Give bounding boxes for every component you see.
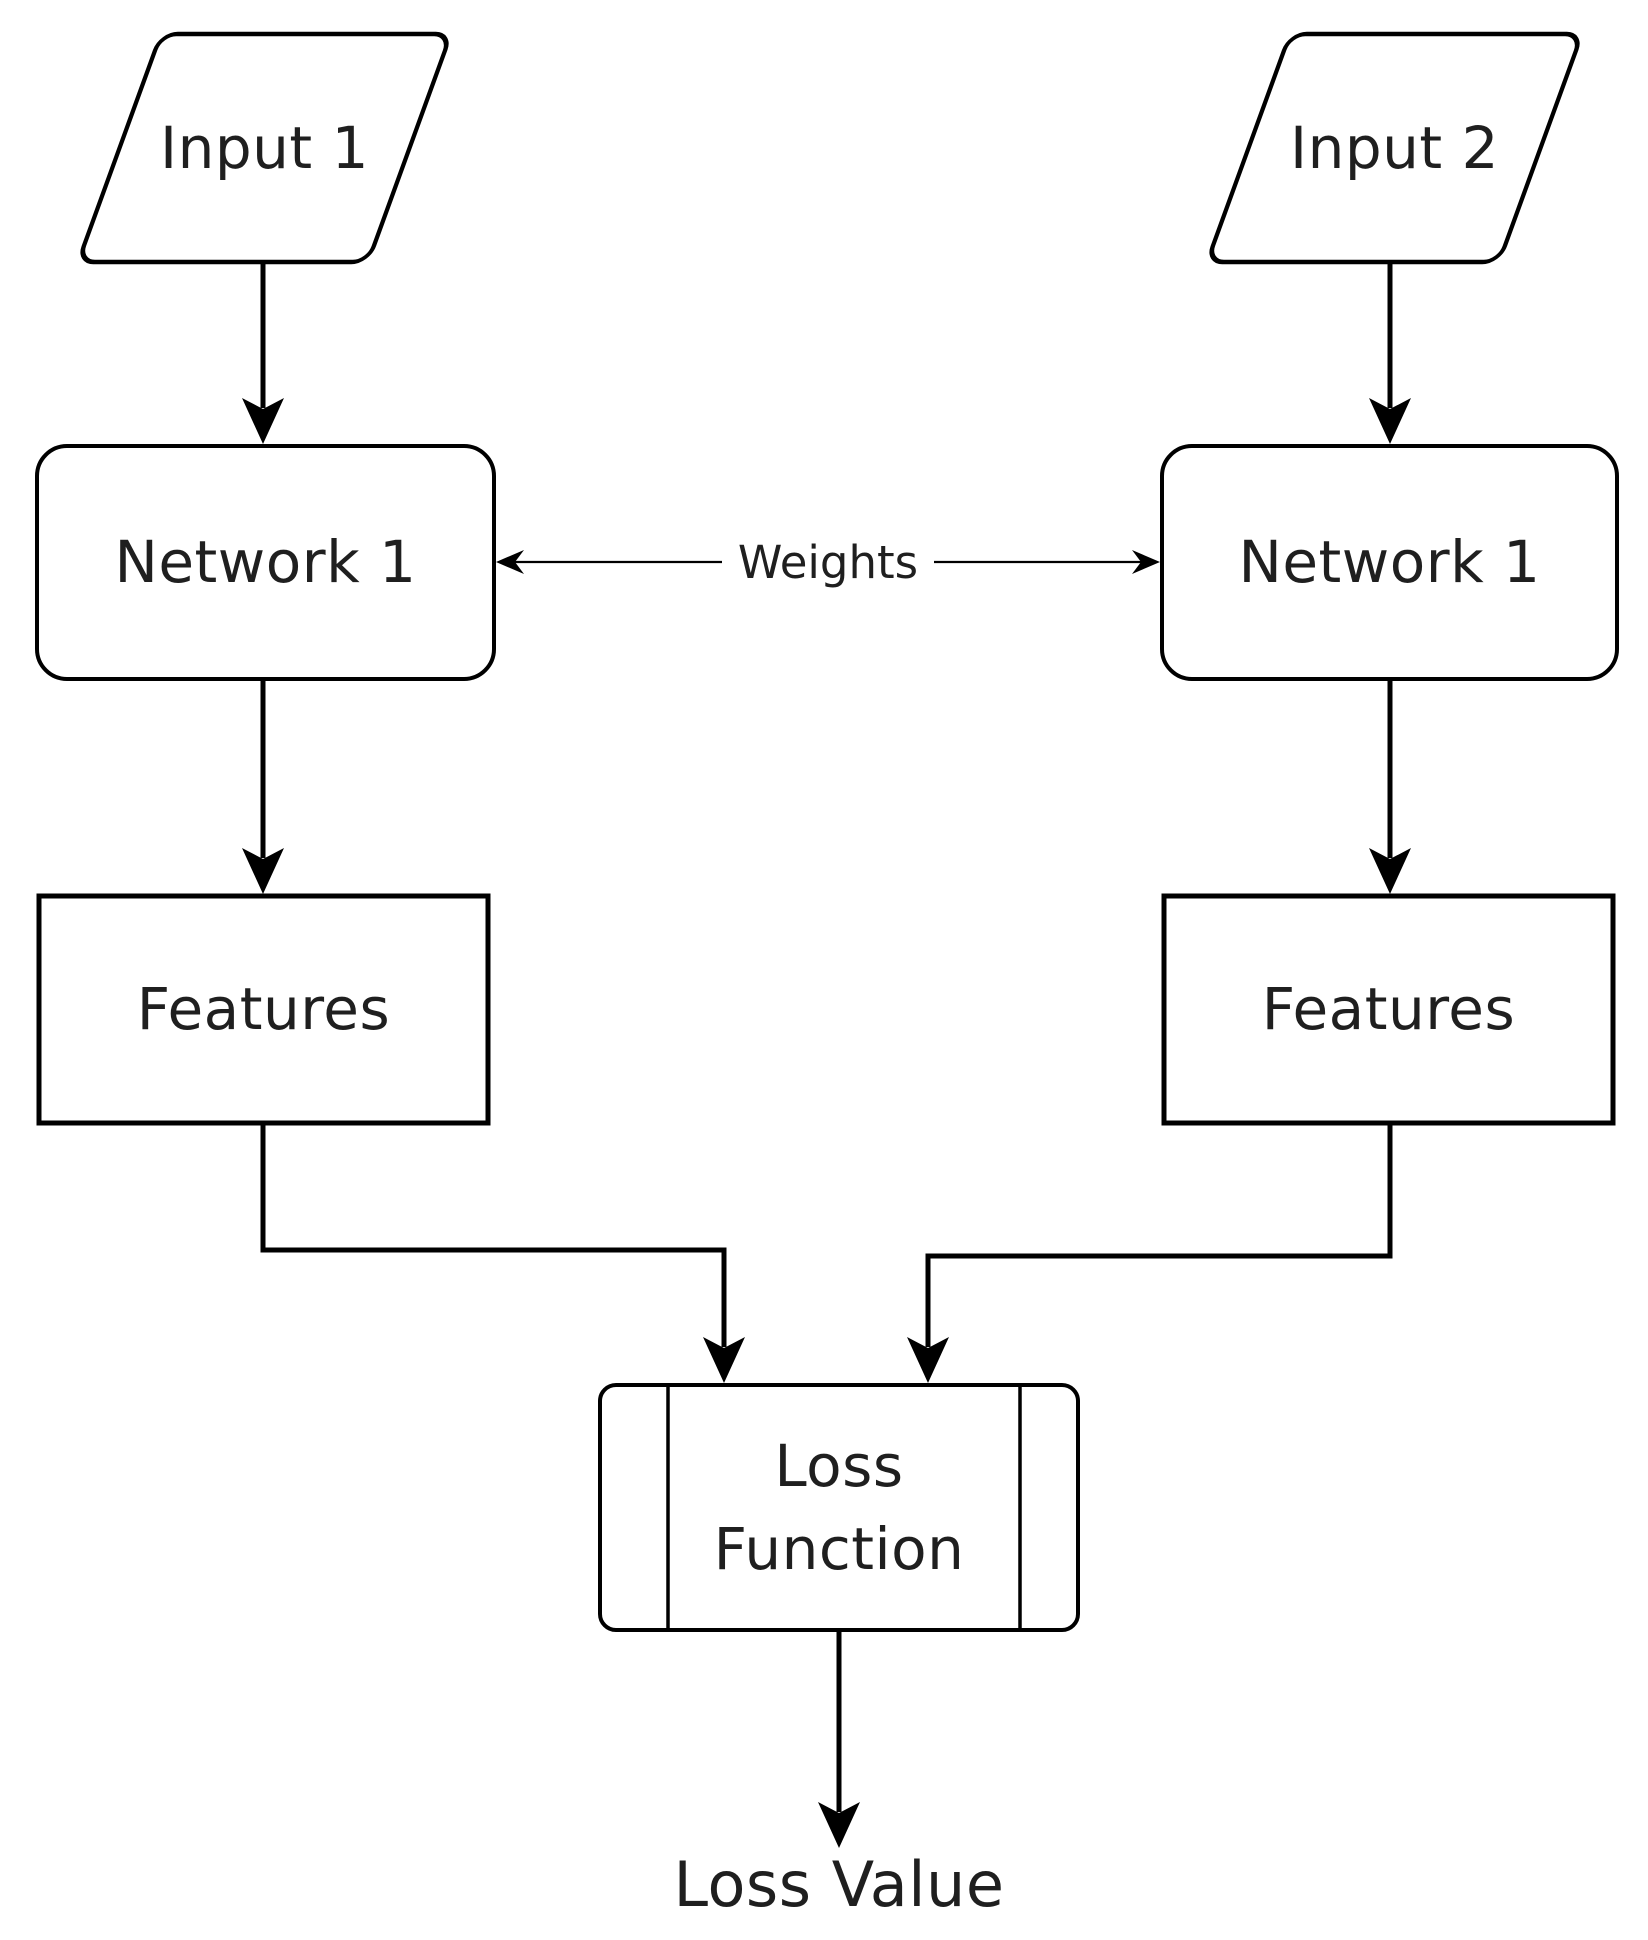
weights-edge-right-head [1132, 550, 1160, 574]
arrow-features-left-to-loss-line [260, 1123, 727, 1347]
input2-parallelogram [1209, 31, 1580, 265]
weights-edge-left-head [496, 550, 524, 574]
network1-right-label: Network 1 [1238, 528, 1541, 597]
input1-parallelogram [80, 31, 449, 265]
loss-value-label: Loss Value [673, 1848, 1005, 1922]
weights-edge-label: Weights [722, 534, 934, 590]
arrow-features-right-to-loss-head [907, 1337, 949, 1383]
loss-function-label: Loss Function [713, 1432, 965, 1583]
arrow-features-right-to-loss-line [925, 1123, 1393, 1347]
input2-label: Input 2 [1289, 113, 1500, 182]
arrow-features-left-to-loss-head [703, 1337, 745, 1383]
features-left-box [36, 893, 491, 1126]
features-left-label: Features [136, 975, 391, 1044]
features-right-label: Features [1261, 975, 1516, 1044]
input1-label: Input 1 [159, 113, 370, 182]
arrow-network1-to-features-right-head [1369, 848, 1411, 894]
arrow-input2-to-network1-head [1369, 398, 1411, 444]
arrow-loss-to-lossvalue-head [818, 1802, 860, 1848]
arrow-input1-to-network1-head [242, 398, 284, 444]
features-right-box [1161, 893, 1616, 1126]
network1-left-label: Network 1 [114, 528, 417, 597]
arrow-network1-to-features-left-head [242, 848, 284, 894]
